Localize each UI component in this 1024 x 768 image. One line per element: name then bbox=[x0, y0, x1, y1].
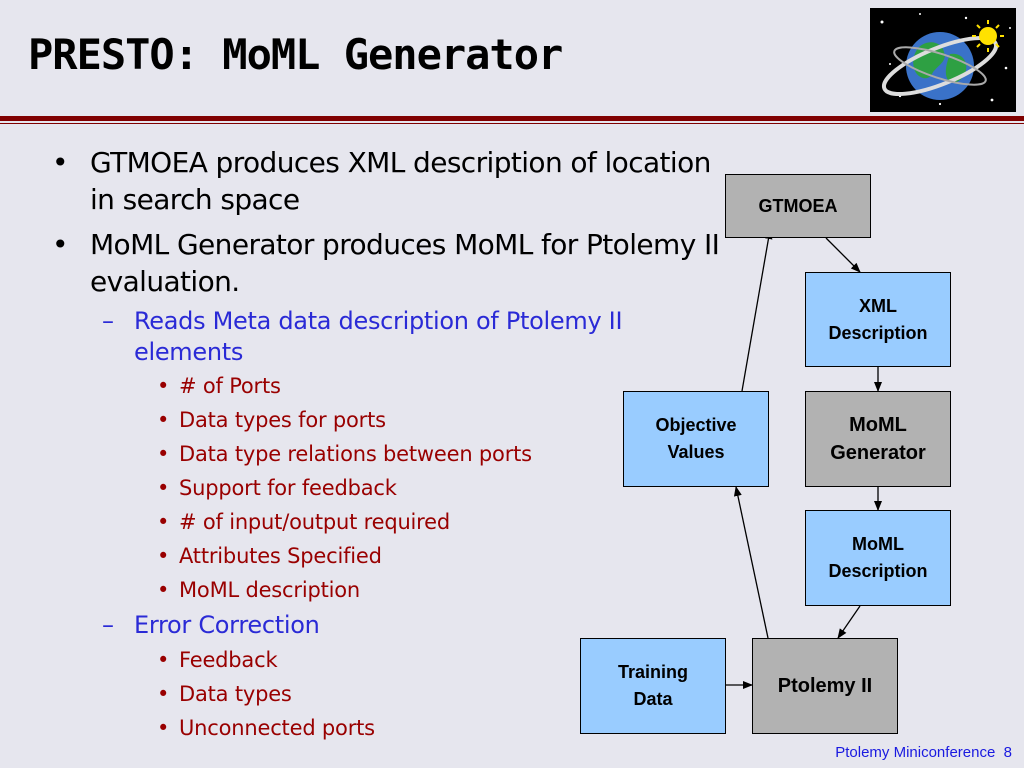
box-objective-values: Objective Values bbox=[623, 391, 769, 487]
box-moml-description: MoML Description bbox=[805, 510, 951, 606]
item-mark: • bbox=[157, 716, 170, 740]
item-attributes: • Attributes Specified bbox=[157, 542, 599, 570]
arrow-ptolemy-to-objective bbox=[733, 486, 769, 639]
bullet-text: GTMOEA produces XML description of locat… bbox=[90, 146, 711, 216]
item-io-required: • # of input/output required bbox=[157, 508, 599, 536]
item-mark: • bbox=[157, 578, 170, 602]
item-mark: • bbox=[157, 510, 170, 534]
item-text: Unconnected ports bbox=[179, 716, 375, 740]
item-ports: • # of Ports bbox=[157, 372, 599, 400]
footer: Ptolemy Miniconference 8 bbox=[835, 744, 1012, 761]
ptolemy-globe-logo bbox=[870, 8, 1016, 112]
item-text: # of Ports bbox=[179, 374, 281, 398]
item-text: Feedback bbox=[179, 648, 278, 672]
arrow-gtmoea-to-xml bbox=[825, 237, 861, 273]
title-rule bbox=[0, 116, 1024, 121]
item-mark: • bbox=[157, 648, 170, 672]
item-feedback-support: • Support for feedback bbox=[157, 474, 599, 502]
arrow-moml-to-ptolemy bbox=[837, 605, 861, 639]
item-text: MoML description bbox=[179, 578, 361, 602]
item-mark: • bbox=[157, 408, 170, 432]
bullet-list: • GTMOEA produces XML description of loc… bbox=[52, 146, 720, 742]
item-data-types: • Data types bbox=[157, 680, 599, 708]
footer-text: Ptolemy Miniconference bbox=[835, 744, 996, 761]
box-moml-generator: MoML Generator bbox=[805, 391, 951, 487]
item-text: Support for feedback bbox=[179, 476, 397, 500]
box-ptolemy-ii: Ptolemy II bbox=[752, 638, 898, 734]
subbullet-mark: – bbox=[102, 307, 114, 335]
item-moml-description: • MoML description bbox=[157, 576, 599, 604]
bullet-mark: • bbox=[52, 228, 69, 261]
bullet-gtmoea: • GTMOEA produces XML description of loc… bbox=[52, 144, 730, 218]
box-gtmoea: GTMOEA bbox=[725, 174, 871, 238]
item-mark: • bbox=[157, 442, 170, 466]
bullet-mark: • bbox=[52, 146, 69, 179]
item-text: # of input/output required bbox=[179, 510, 451, 534]
bullet-text: MoML Generator produces MoML for Ptolemy… bbox=[90, 228, 720, 298]
box-xml-description: XML Description bbox=[805, 272, 951, 367]
item-text: Attributes Specified bbox=[179, 544, 382, 568]
item-unconnected-ports: • Unconnected ports bbox=[157, 714, 599, 742]
subbullet-error-correction: – Error Correction bbox=[102, 610, 724, 641]
slide-title: PRESTO: MoML Generator bbox=[28, 30, 563, 79]
item-type-relations: • Data type relations between ports bbox=[157, 440, 599, 468]
subbullet-text: Error Correction bbox=[134, 611, 320, 639]
item-text: Data types for ports bbox=[179, 408, 386, 432]
item-data-types-ports: • Data types for ports bbox=[157, 406, 599, 434]
bullet-moml-generator: • MoML Generator produces MoML for Ptole… bbox=[52, 226, 730, 300]
subbullet-text: Reads Meta data description of Ptolemy I… bbox=[134, 307, 623, 366]
subbullet-mark: – bbox=[102, 611, 114, 639]
box-training-data: Training Data bbox=[580, 638, 726, 734]
item-mark: • bbox=[157, 682, 170, 706]
subbullet-meta-data: – Reads Meta data description of Ptolemy… bbox=[102, 306, 724, 368]
page-number: 8 bbox=[1003, 744, 1012, 761]
item-text: Data type relations between ports bbox=[179, 442, 532, 466]
item-mark: • bbox=[157, 374, 170, 398]
item-feedback: • Feedback bbox=[157, 646, 599, 674]
item-mark: • bbox=[157, 544, 170, 568]
title-rule-thin bbox=[0, 123, 1024, 124]
arrow-objective-to-gtmoea bbox=[741, 229, 773, 392]
item-mark: • bbox=[157, 476, 170, 500]
item-text: Data types bbox=[179, 682, 292, 706]
